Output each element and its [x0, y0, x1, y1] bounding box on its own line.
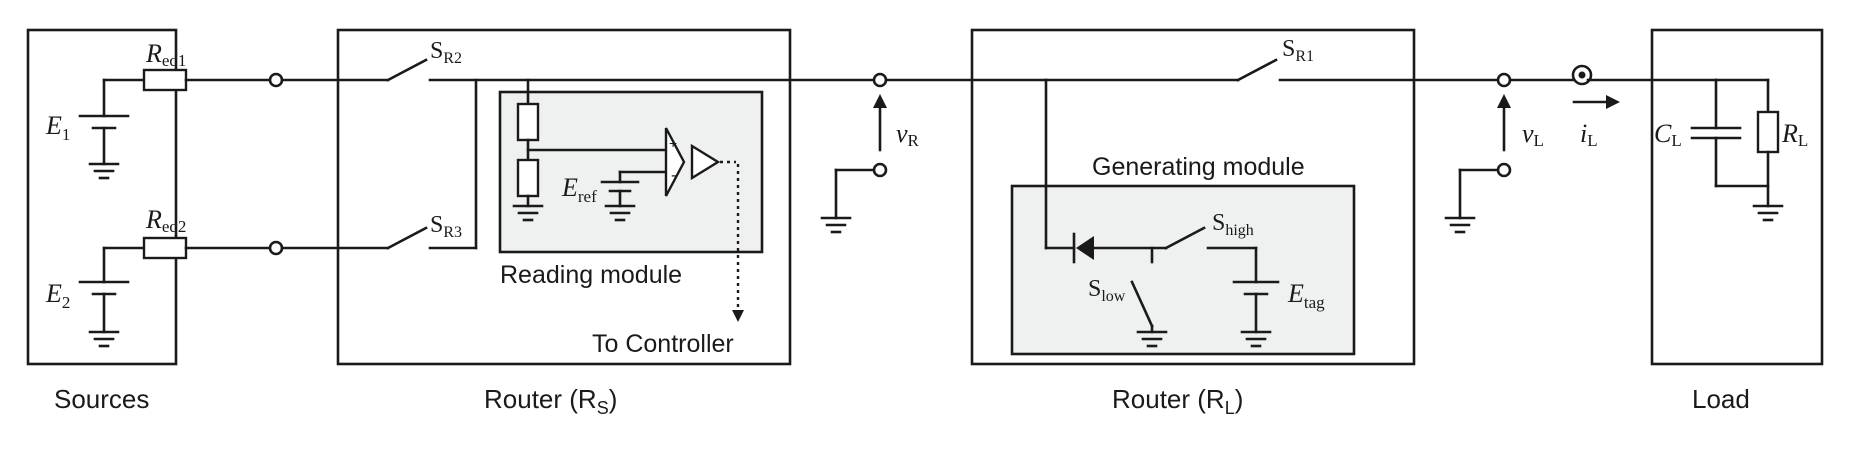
label-req1: Req1	[145, 39, 186, 70]
comparator-icon	[664, 127, 686, 197]
label-e1: E1	[45, 111, 70, 144]
terminal-vr-bottom	[872, 162, 888, 178]
buffer-icon	[690, 143, 721, 181]
comparator-minus: -	[671, 167, 676, 184]
load-box	[1650, 28, 1824, 366]
vl-arrow-icon	[1497, 94, 1511, 108]
terminal-vl-top	[1496, 72, 1512, 88]
router-rs-wiring	[280, 58, 876, 250]
to-controller-arrow-icon	[732, 310, 744, 322]
generating-module-circuit	[1044, 184, 1280, 348]
load-circuit	[1690, 78, 1784, 222]
divider-resistor-top	[516, 102, 540, 142]
label-il: iL	[1580, 119, 1598, 150]
label-sr1: SR1	[1282, 36, 1314, 65]
diode-icon	[1076, 236, 1094, 260]
caption-sources: Sources	[54, 384, 149, 414]
caption-load: Load	[1692, 384, 1750, 414]
comparator-plus: +	[669, 135, 677, 151]
source-e2	[78, 236, 272, 348]
label-eref: Eref	[561, 173, 597, 206]
divider-resistor-bottom	[516, 158, 540, 198]
il-arrow-icon	[1606, 95, 1620, 109]
terminal-source2	[268, 240, 284, 256]
router-rl-box	[970, 28, 1416, 366]
terminal-source1	[268, 72, 284, 88]
label-rl: RL	[1781, 119, 1808, 150]
label-shigh: Shigh	[1212, 210, 1254, 239]
caption-router-rs: Router (RS)	[484, 384, 617, 418]
resistor-req2	[142, 236, 188, 260]
label-slow: Slow	[1088, 276, 1126, 305]
generating-module-label: Generating module	[1092, 153, 1305, 181]
vr-arrow-icon	[873, 94, 887, 108]
source-e1	[78, 68, 272, 180]
label-req2: Req2	[145, 205, 186, 236]
label-sr3: SR3	[430, 212, 462, 241]
reading-module-label: Reading module	[500, 261, 682, 289]
sources-box	[26, 28, 178, 366]
label-cl: CL	[1654, 119, 1682, 150]
load-resistor	[1756, 110, 1780, 154]
reading-module-circuit	[512, 78, 744, 322]
label-vl: vL	[1522, 119, 1544, 150]
terminal-vr-top	[872, 72, 888, 88]
terminal-vl-bottom	[1496, 162, 1512, 178]
label-etag: Etag	[1287, 279, 1325, 312]
label-sr2: SR2	[430, 38, 462, 67]
label-e2: E2	[45, 279, 70, 312]
to-controller-label: To Controller	[592, 330, 734, 358]
caption-router-rl: Router (RL)	[1112, 384, 1243, 418]
label-vr: vR	[896, 119, 920, 150]
generating-module-box	[1010, 184, 1356, 356]
resistor-req1	[142, 68, 188, 92]
router-rs-box	[336, 28, 792, 366]
